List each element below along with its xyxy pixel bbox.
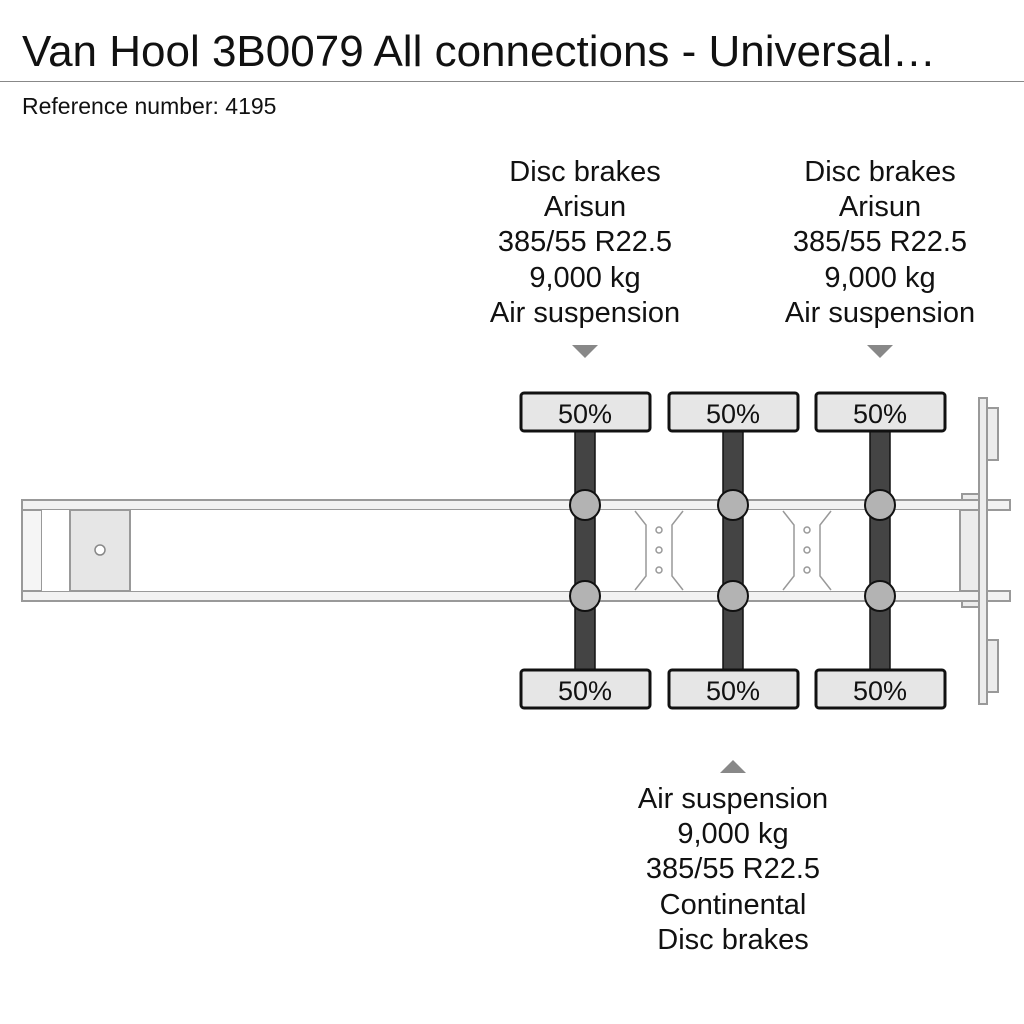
axle-2-tire-bottom xyxy=(667,668,800,710)
axle-3-hub-top-icon xyxy=(864,489,896,521)
axle-2-info: Air suspension 9,000 kg 385/55 R22.5 Con… xyxy=(603,782,863,958)
axle-3-tire-bottom-load-label: 50% xyxy=(853,676,907,706)
axle-2-hub-top-icon xyxy=(717,489,749,521)
axle-2-tire-size: 385/55 R22.5 xyxy=(645,853,821,886)
axle-3-load: 9,000 kg xyxy=(824,261,936,294)
axle-3-tire-bottom xyxy=(814,668,947,710)
axle-1-tire-brand: Arisun xyxy=(543,191,627,224)
axle-2-tire-brand: Continental xyxy=(659,888,807,921)
cross-member-1 xyxy=(634,510,684,591)
axle-3-brakes: Disc brakes xyxy=(804,156,956,188)
title-divider xyxy=(0,81,1024,82)
axle-1-brakes: Disc brakes xyxy=(509,156,661,188)
axle-1-tire-top xyxy=(519,391,652,433)
axle-2-suspension: Air suspension xyxy=(637,783,829,815)
axle-3-info: Disc brakes Arisun 385/55 R22.5 9,000 kg… xyxy=(750,155,1010,331)
axle-2-beam xyxy=(722,429,744,673)
axle-1-load: 9,000 kg xyxy=(529,261,641,294)
reference-label: Reference number: xyxy=(22,93,219,119)
axle-2-load: 9,000 kg xyxy=(677,818,789,851)
axle-3-beam xyxy=(869,429,891,673)
axle-2-pointer-icon xyxy=(720,760,746,773)
axle-2-brakes: Disc brakes xyxy=(657,923,809,956)
axle-1-tire-size: 385/55 R22.5 xyxy=(497,226,673,259)
axle-1-tire-bottom-load-label: 50% xyxy=(558,676,612,706)
axle-2-tire-top-load-label: 50% xyxy=(706,399,760,429)
reference-number: 4195 xyxy=(225,93,277,119)
reference-line: Reference number: 4195 xyxy=(22,92,276,120)
chassis-frame xyxy=(21,499,1011,602)
cross-member-2 xyxy=(782,510,832,591)
axle-3-tire-size: 385/55 R22.5 xyxy=(792,226,968,259)
axle-1-tire-top-load-label: 50% xyxy=(558,399,612,429)
axle-3-suspension: Air suspension xyxy=(784,296,976,329)
kingpin-plate xyxy=(69,509,131,592)
axle-2-hub-bottom-icon xyxy=(717,580,749,612)
axle-1-hub-top-icon xyxy=(569,489,601,521)
axle-3-tire-brand: Arisun xyxy=(838,191,922,224)
axle-1-suspension: Air suspension xyxy=(489,296,681,329)
rear-bumper xyxy=(959,397,999,705)
axle-3-tire-top-load-label: 50% xyxy=(853,399,907,429)
kingpin-icon xyxy=(94,544,106,556)
axle-3-pointer-icon xyxy=(867,345,893,358)
axle-3-tire-top xyxy=(814,391,947,433)
axle-2-tire-bottom-load-label: 50% xyxy=(706,676,760,706)
axle-1-hub-bottom-icon xyxy=(569,580,601,612)
axle-1-beam xyxy=(574,429,596,673)
axle-2-tire-top xyxy=(667,391,800,433)
axle-3-hub-bottom-icon xyxy=(864,580,896,612)
axle-1-info: Disc brakes Arisun 385/55 R22.5 9,000 kg… xyxy=(455,155,715,331)
axle-1-pointer-icon xyxy=(572,345,598,358)
axle-1-tire-bottom xyxy=(519,668,652,710)
